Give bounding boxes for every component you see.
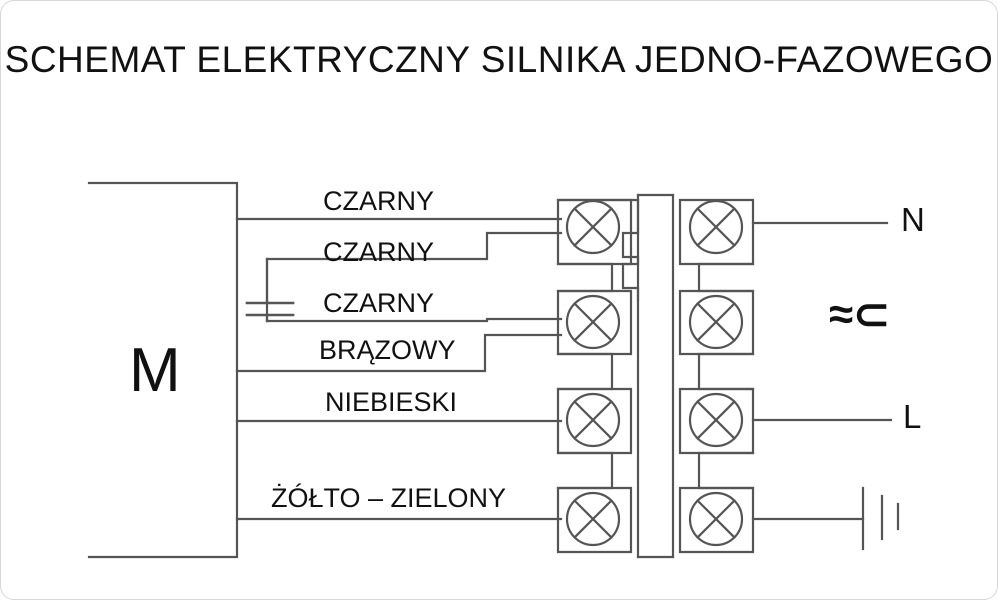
screw-terminal-cross-icon[interactable] — [688, 491, 744, 547]
screw-terminal-cross-icon[interactable] — [565, 491, 621, 547]
screw-terminal-cross-icon[interactable] — [565, 199, 621, 255]
screw-terminal-cross-icon[interactable] — [688, 294, 744, 350]
terminal-block-divider — [636, 193, 675, 559]
screw-terminal-cross-icon[interactable] — [565, 392, 621, 448]
capacitor-symbol — [245, 257, 295, 323]
wire-label-czarny-1: CZARNY — [323, 186, 435, 216]
wire-label-niebieski: NIEBIESKI — [325, 387, 458, 417]
motor-symbol-label: M — [129, 336, 181, 405]
ac-capacitor-symbol: ≈⊂ — [829, 290, 891, 339]
page-title: SCHEMAT ELEKTRYCZNY SILNIKA JEDNO-FAZOWE… — [4, 39, 994, 80]
wire-label-czarny-2: CZARNY — [323, 237, 435, 267]
wire-brazowy — [235, 333, 563, 373]
screw-terminal-cross-icon[interactable] — [565, 294, 621, 350]
terminal-right-cells — [678, 198, 755, 554]
wire-label-czarny-3: CZARNY — [323, 288, 435, 318]
terminal-label-neutral: N — [901, 201, 925, 238]
wire-czarny-3 — [265, 317, 563, 323]
terminal-label-line: L — [903, 398, 922, 435]
wire-label-zolto-zielony: ŻÓŁTO – ZIELONY — [271, 483, 507, 513]
earth-ground-symbol — [861, 486, 900, 551]
wire-czarny-2 — [265, 231, 563, 261]
wire-label-brazowy: BRĄZOWY — [319, 335, 456, 365]
screw-terminal-cross-icon[interactable] — [688, 199, 744, 255]
terminal-left-cells — [556, 198, 633, 554]
screw-terminal-cross-icon[interactable] — [688, 392, 744, 448]
